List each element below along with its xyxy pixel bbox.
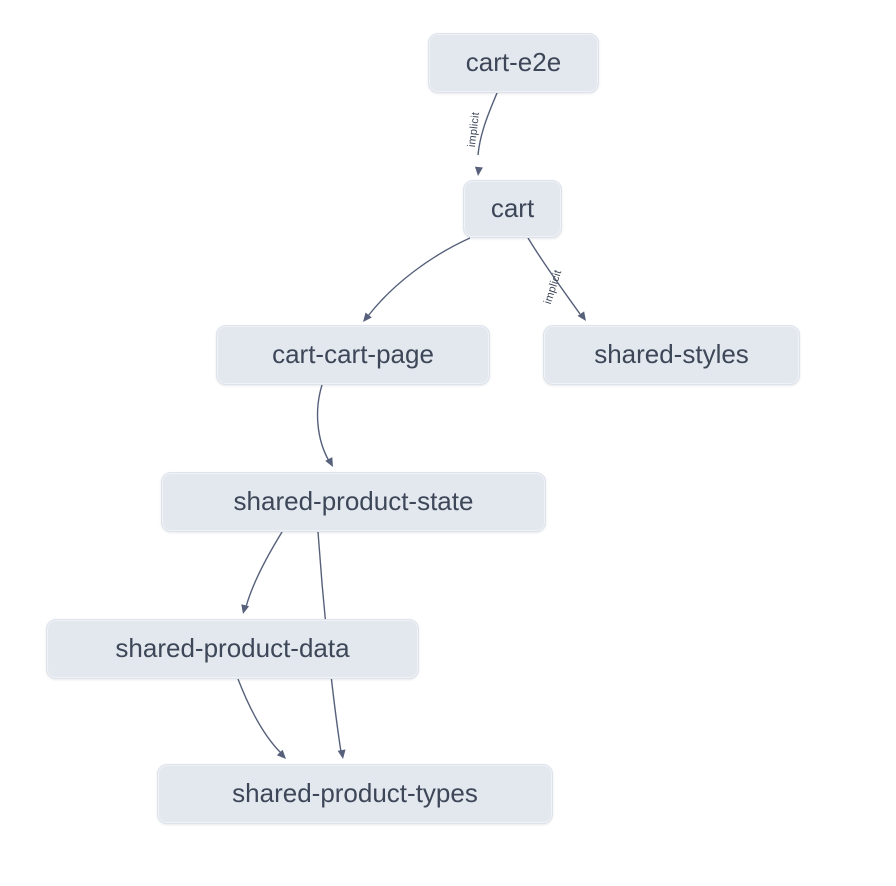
arrowhead-icon (577, 311, 586, 321)
edge-line (527, 237, 581, 315)
edge-label: implicit (466, 111, 482, 147)
arrowhead-icon (325, 457, 333, 467)
graph-node-shared-product-data[interactable]: shared-product-data (46, 619, 419, 679)
edge-line (245, 531, 283, 608)
graph-node-shared-product-state[interactable]: shared-product-state (161, 472, 546, 532)
graph-node-cart-e2e[interactable]: cart-e2e (428, 33, 599, 93)
graph-edge-shared-product-state-to-shared-product-data (241, 531, 283, 614)
arrowhead-icon (363, 312, 372, 322)
edge-line (367, 237, 471, 317)
edge-line (316, 384, 330, 462)
edge-line (237, 678, 282, 754)
arrowhead-icon (241, 604, 250, 614)
graph-edge-cart-to-cart-cart-page (363, 237, 471, 322)
graph-node-label: cart-cart-page (272, 339, 434, 369)
graph-node-shared-styles[interactable]: shared-styles (543, 325, 800, 385)
graph-node-shared-product-types[interactable]: shared-product-types (157, 764, 553, 824)
graph-node-label: cart (490, 193, 535, 223)
edge-line (477, 92, 498, 156)
graph-edge-cart-cart-page-to-shared-product-state (316, 384, 333, 467)
arrowhead-icon (337, 749, 346, 759)
graph-node-label: shared-product-state (233, 486, 474, 516)
graph-edge-shared-product-data-to-shared-product-types (237, 678, 286, 759)
graph-node-label: shared-product-data (115, 633, 350, 663)
arrowhead-icon (276, 749, 286, 759)
graph-node-label: shared-product-types (232, 778, 478, 808)
arrowhead-icon (474, 166, 483, 176)
edge-label: implicit (542, 268, 564, 305)
graph-node-label: shared-styles (594, 339, 749, 369)
graph-node-cart[interactable]: cart (463, 180, 562, 238)
graph-edge-cart-e2e-to-cart: implicit (466, 92, 498, 176)
graph-node-cart-cart-page[interactable]: cart-cart-page (216, 325, 490, 385)
graph-node-label: cart-e2e (465, 47, 562, 77)
graph-edge-cart-to-shared-styles: implicit (527, 237, 586, 321)
